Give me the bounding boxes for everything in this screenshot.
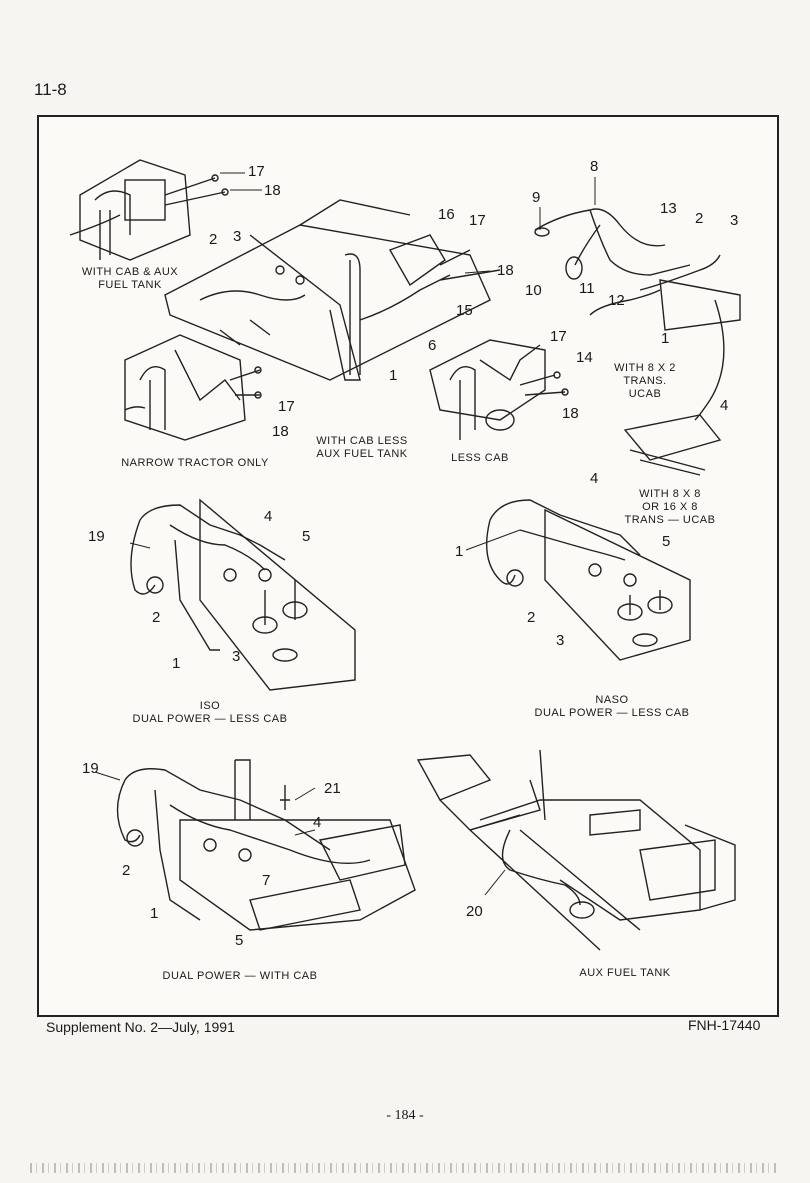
callout-4: 4: [720, 397, 729, 414]
figure-frame: [37, 115, 779, 1017]
callout-14: 14: [576, 349, 593, 366]
caption-less-cab: LESS CAB: [451, 452, 509, 464]
callout-1: 1: [150, 905, 159, 922]
callout-19: 19: [88, 528, 105, 545]
callout-5: 5: [302, 528, 311, 545]
callout-2: 2: [695, 210, 704, 227]
naso-dual-power: [485, 499, 691, 661]
page-number: - 184 -: [386, 1108, 424, 1123]
section-number: 11-8: [34, 80, 67, 99]
callout-20: 20: [466, 903, 483, 920]
callout-18: 18: [497, 262, 514, 279]
inset-narrow-tractor: [124, 334, 262, 441]
callout-6: 6: [428, 337, 437, 354]
callout-1: 1: [389, 367, 398, 384]
callout-17: 17: [248, 163, 265, 180]
callout-5: 5: [662, 533, 671, 550]
callout-3: 3: [233, 228, 242, 245]
caption-with-8x2: WITH 8 X 2 TRANS. UCAB: [614, 362, 676, 400]
inset-less-cab: [429, 339, 569, 440]
callout-2: 2: [209, 231, 218, 248]
callout-2: 2: [527, 609, 536, 626]
callout-3: 3: [556, 632, 565, 649]
dual-power-with-cab: [116, 759, 416, 931]
main-harness: [164, 199, 501, 381]
callout-17: 17: [278, 398, 295, 415]
callout-3: 3: [232, 648, 241, 665]
callout-8: 8: [590, 158, 599, 175]
callout-2: 2: [152, 609, 161, 626]
caption-with-cab-less-aux: WITH CAB LESS AUX FUEL TANK: [316, 435, 408, 460]
callout-17: 17: [550, 328, 567, 345]
callout-18: 18: [264, 182, 281, 199]
leader-lines: [94, 172, 596, 896]
caption-dual-power-with-cab: DUAL POWER — WITH CAB: [162, 970, 318, 982]
caption-with-cab-aux: WITH CAB & AUX FUEL TANK: [81, 266, 179, 291]
callout-13: 13: [660, 200, 677, 217]
caption-iso: ISO DUAL POWER — LESS CAB: [132, 700, 288, 725]
callout-3: 3: [730, 212, 739, 229]
caption-aux-fuel-tank: AUX FUEL TANK: [579, 967, 671, 979]
callout-12: 12: [608, 292, 625, 309]
callout-19: 19: [82, 760, 99, 777]
caption-with-8x8: WITH 8 X 8 OR 16 X 8 TRANS — UCAB: [624, 488, 716, 526]
callout-4: 4: [590, 470, 599, 487]
callout-15: 15: [456, 302, 473, 319]
caption-narrow-tractor: NARROW TRACTOR ONLY: [121, 457, 269, 469]
callout-11: 11: [579, 280, 595, 297]
callout-5: 5: [235, 932, 244, 949]
callout-2: 2: [122, 862, 131, 879]
scan-artifact-strip: [30, 1163, 780, 1173]
callout-9: 9: [532, 189, 541, 206]
callout-18: 18: [272, 423, 289, 440]
callout-1: 1: [172, 655, 181, 672]
aux-fuel-tank: [416, 749, 736, 951]
inset-cab-aux: [69, 159, 229, 261]
callout-7: 7: [262, 872, 271, 889]
figure-id: FNH-17440: [688, 1017, 761, 1033]
callout-10: 10: [525, 282, 542, 299]
supplement-footer: Supplement No. 2—July, 1991: [46, 1019, 235, 1035]
caption-naso: NASO DUAL POWER — LESS CAB: [534, 694, 690, 719]
upper-right-harness: [534, 208, 741, 476]
callout-1: 1: [661, 330, 670, 347]
callout-16: 16: [438, 206, 455, 223]
iso-dual-power: [130, 498, 356, 691]
callout-21: 21: [324, 780, 341, 797]
callout-18: 18: [562, 405, 579, 422]
callout-1: 1: [455, 543, 464, 560]
callout-4: 4: [313, 814, 322, 831]
callout-4: 4: [264, 508, 273, 525]
callout-17: 17: [469, 212, 486, 229]
